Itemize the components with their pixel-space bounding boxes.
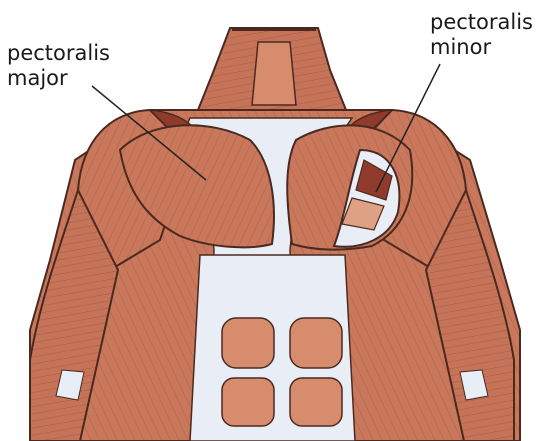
label-pectoralis-minor: pectoralis minor bbox=[430, 10, 533, 60]
neck-center-muscle bbox=[252, 42, 296, 105]
label-pectoralis-major: pectoralis major bbox=[7, 41, 110, 91]
